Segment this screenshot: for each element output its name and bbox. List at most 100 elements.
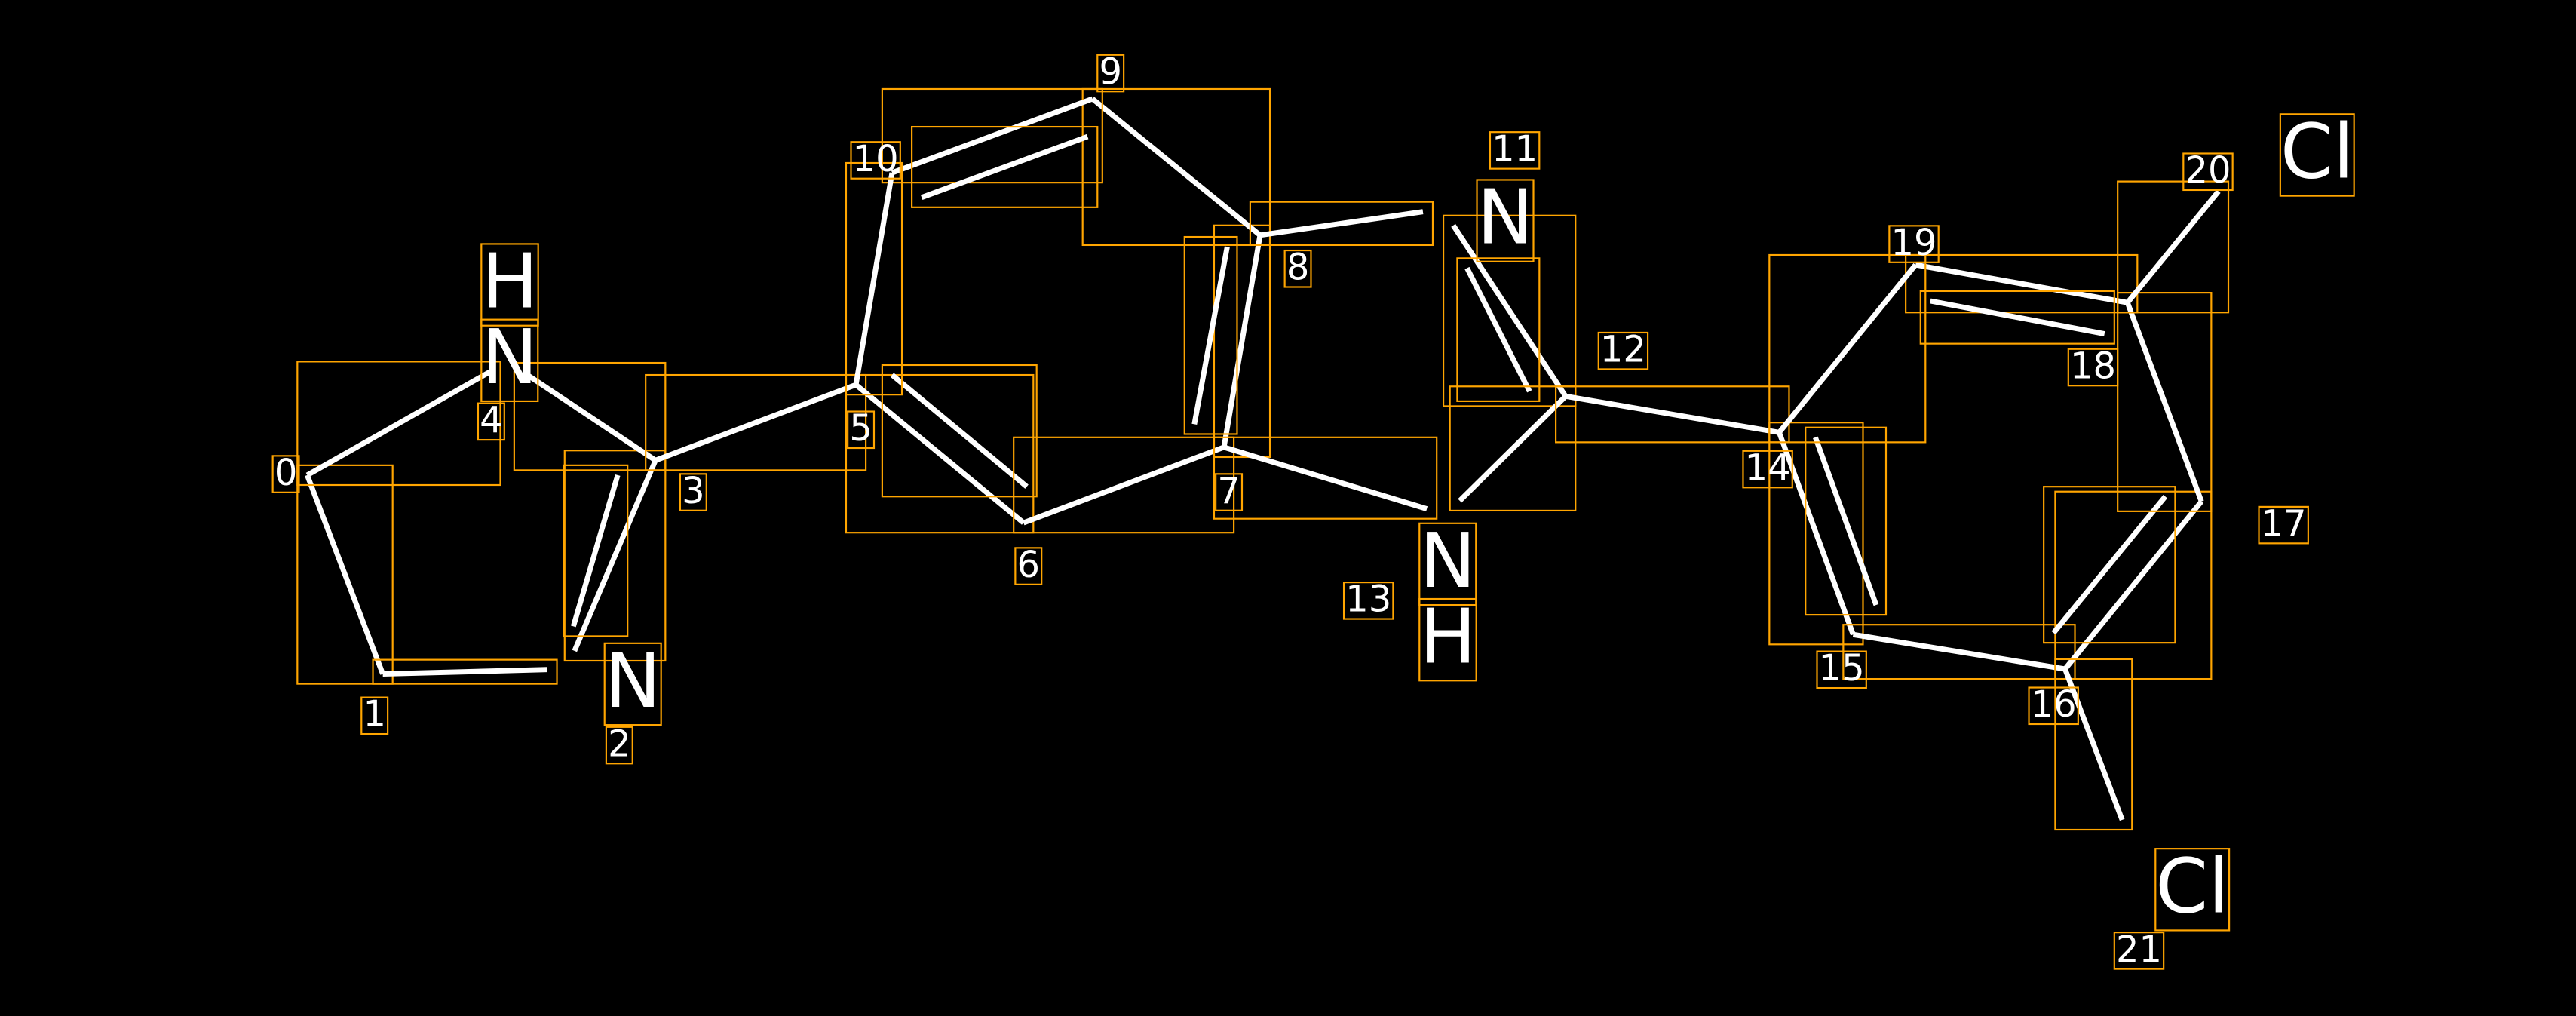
atom-4-symbol-box [480, 318, 539, 403]
atom-11-symbol-box [1476, 179, 1535, 262]
bond-18-20-box [2117, 180, 2230, 314]
bond-3-4 [522, 370, 658, 463]
bond-13-7 [1223, 444, 1428, 511]
atom-index-0-box [271, 455, 300, 493]
bond-2-3 [572, 459, 658, 652]
bond-5-6 [854, 382, 1026, 525]
bond-14-15-inner-box [1805, 426, 1888, 616]
bond-9-10-box [881, 87, 1103, 184]
atom-index-11: 11 [1492, 129, 1538, 170]
bond-8-11 [1259, 209, 1424, 238]
atom-index-13: 13 [1345, 579, 1391, 621]
atom-index-6: 6 [1017, 545, 1040, 586]
bond-14-15-box [1768, 422, 1864, 646]
bond-5-6-inner-box [881, 364, 1038, 498]
atom-index-20-box [2182, 152, 2234, 192]
atom-index-9: 9 [1099, 51, 1121, 93]
bond-19-14-box [1768, 253, 1927, 444]
bond-1-2-box [372, 658, 558, 685]
bond-2-3-box [563, 450, 667, 662]
atom-index-15: 15 [1819, 648, 1865, 689]
atom-index-17-box [2258, 505, 2309, 545]
atom-20-symbol: Cl [2280, 108, 2354, 196]
atom-index-15-box [1816, 650, 1867, 689]
bond-11-12-inner-box [1456, 257, 1541, 402]
atom-index-6-box [1014, 547, 1043, 585]
bond-7-8-inner-line [1191, 246, 1230, 425]
atom-index-10-box [850, 141, 901, 180]
atom-index-16-box [2028, 686, 2079, 726]
atom-index-17: 17 [2261, 504, 2307, 545]
atom-index-10: 10 [853, 139, 899, 180]
bond-15-16 [1852, 631, 2066, 672]
bond-4-0 [305, 369, 492, 477]
bond-16-21 [2062, 668, 2125, 821]
bond-9-10-inner-line [920, 134, 1089, 201]
atom-13-hydrogen: H [1419, 592, 1476, 680]
atom-index-8-box [1283, 249, 1312, 288]
atom-index-14-box [1742, 450, 1793, 489]
bond-12-13-box [1449, 385, 1577, 512]
bond-11-12-box [1442, 214, 1577, 407]
atom-index-13-box [1342, 582, 1394, 620]
atom-index-3-box [679, 473, 707, 511]
atom-index-5: 5 [849, 408, 872, 450]
bond-18-19 [1915, 262, 2128, 305]
bond-7-8-inner-box [1183, 235, 1238, 435]
bond-2-3-inner-line [570, 474, 621, 628]
bond-3-4-box [513, 361, 667, 471]
bond-3-5-box [645, 373, 867, 471]
bond-9-10-inner-box [911, 125, 1099, 208]
atom-index-0: 0 [274, 453, 297, 494]
bond-0-1-box [296, 464, 394, 685]
bond-10-5 [853, 172, 895, 385]
atom-13-hydrogen-box [1418, 597, 1477, 682]
atom-13-symbol-box [1418, 522, 1477, 606]
bond-6-7 [1023, 444, 1225, 526]
bond-5-6-box [845, 373, 1035, 534]
atom-index-19-box [1888, 225, 1940, 263]
bond-5-6-inner-line [890, 373, 1029, 489]
atom-2-symbol: N [605, 637, 661, 725]
atom-index-12: 12 [1600, 330, 1646, 371]
bond-1-2 [382, 667, 547, 677]
bond-12-14-box [1555, 385, 1790, 444]
atom-2-symbol-box [603, 642, 662, 726]
bond-0-1 [305, 474, 385, 675]
atom-index-14: 14 [1745, 447, 1791, 489]
atom-index-1-box [360, 696, 389, 735]
atom-index-18-box [2067, 348, 2119, 387]
atom-index-9-box [1096, 54, 1125, 93]
atom-index-21: 21 [2116, 929, 2162, 971]
atom-index-5-box [847, 410, 876, 450]
atom-index-21-box [2113, 932, 2165, 970]
bond-11-12 [1451, 223, 1569, 398]
bond-10-5-box [845, 161, 903, 396]
bond-16-21-box [2054, 658, 2133, 831]
bond-18-20 [2125, 189, 2221, 305]
atom-index-2-box [605, 726, 633, 765]
atom-index-8: 8 [1286, 247, 1309, 289]
atom-index-7-box [1215, 473, 1244, 511]
bond-16-17-box [2054, 490, 2213, 680]
atom-index-18: 18 [2070, 345, 2116, 387]
bond-9-10 [891, 96, 1093, 176]
bond-17-18 [2124, 301, 2204, 503]
atom-index-20: 20 [2185, 150, 2231, 192]
bond-16-17-inner-line [2051, 495, 2168, 635]
bond-12-13 [1458, 394, 1568, 503]
bond-6-7-box [1013, 436, 1235, 534]
bond-4-0-box [296, 361, 501, 487]
bond-11-12-inner-line [1464, 266, 1532, 393]
bond-12-14 [1565, 393, 1780, 435]
bond-18-19-inner-box [1919, 290, 2115, 345]
atom-index-4: 4 [480, 400, 502, 441]
atom-13-symbol: N [1419, 517, 1476, 605]
atom-4-hydrogen: H [481, 238, 538, 326]
bond-7-8 [1221, 235, 1263, 448]
bond-2-3-inner-box [563, 464, 629, 637]
bond-8-11-box [1249, 201, 1434, 247]
atom-11-symbol: N [1477, 173, 1534, 262]
bond-8-9 [1090, 97, 1262, 238]
